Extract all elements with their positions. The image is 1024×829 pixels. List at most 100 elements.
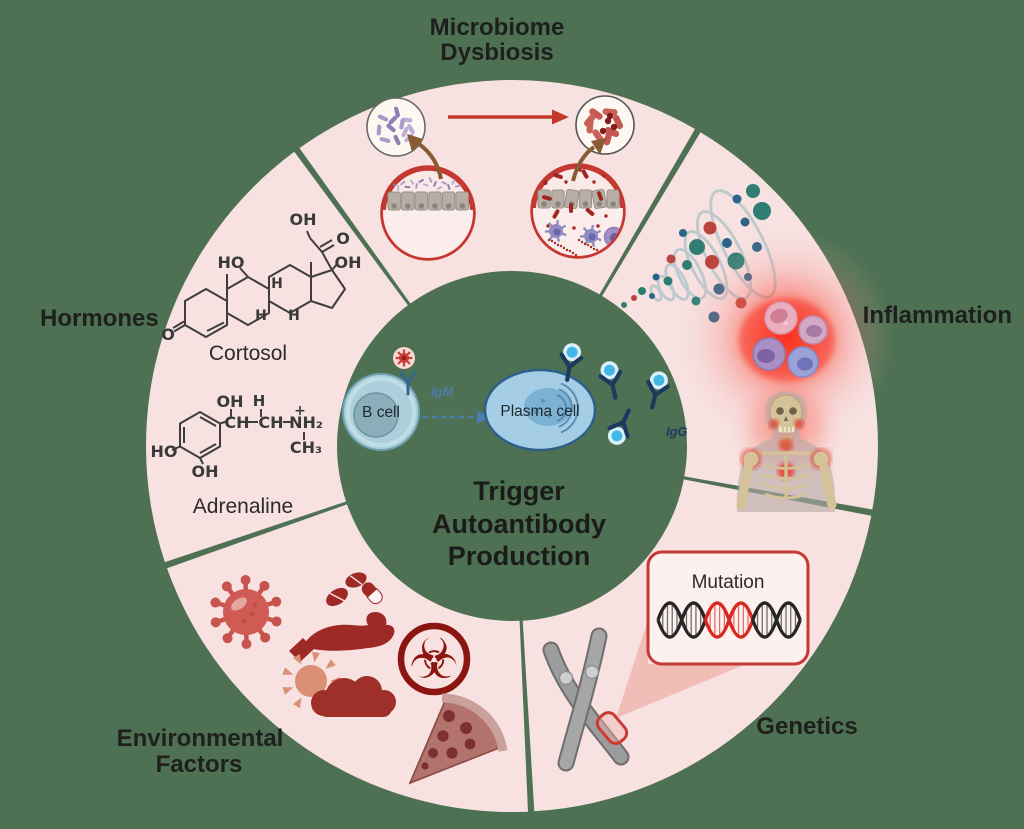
b-cell-label: B cell [362,404,400,421]
inflammatory-dot [596,224,599,227]
virus-spike-tip [210,598,220,608]
adrenaline-atom-ch2: CH [258,413,283,432]
adrenaline-atom-plus: + [294,403,306,419]
segment-label-hormones: Hormones [40,305,159,332]
adrenaline-atom-ho: HO [151,442,178,461]
spray-dot [554,242,556,244]
spray-dot [581,241,583,243]
cytokine-dot [679,229,687,237]
cell-nucleus [432,203,438,209]
segment-label-environmental-line2: Factors [156,751,243,778]
cortisol-atom-h3: H [288,308,300,324]
title-line-2: Autoantibody [432,509,606,539]
cell-nucleus [391,203,397,209]
spray-dot [578,239,580,241]
adrenaline-atom-ch1: CH [224,413,249,432]
skeleton-icon [729,370,845,512]
spray-dot [566,249,568,251]
plasma-cell-label: Plasma cell [500,403,579,420]
virus-spike-tip [223,633,233,643]
cytokine-dot [667,255,676,264]
cortisol-atom-h1: H [271,276,283,292]
segment-label-inflammation: Inflammation [863,302,1012,329]
cytokine-dot [631,295,637,301]
spray-dot [593,248,595,250]
title-line-1: Trigger [473,476,565,506]
cytokine-dot [753,202,771,220]
virus-spike-tip [241,575,251,585]
cytokine-dot [638,287,646,295]
antigen-icon [393,347,415,369]
cortisol-atom-ho-left: HO [218,253,245,272]
cortisol-atom-o-ketone: O [161,325,175,344]
segment-label-genetics: Genetics [756,713,857,740]
spray-dot [575,254,577,256]
spray-dot [596,249,598,251]
antigen-center [402,356,407,361]
spray-dot [551,240,553,242]
virus-spike-tip [211,617,221,627]
virus-spike-tip [222,581,232,591]
cell-nucleus [610,201,616,207]
cytokine-dot [741,218,750,227]
dendritic-nucleus [554,229,561,236]
cytokine-dot [664,277,673,286]
spray-dot [587,244,589,246]
mutation-label: Mutation [692,572,765,593]
virus-spike-tip [271,597,281,607]
spray-dot [563,247,565,249]
mutation-box: Mutation [648,552,808,664]
spray-dot [590,246,592,248]
cell-nucleus [555,201,561,207]
igg-label: IgG [666,424,688,439]
virus-body [223,589,269,635]
virus-spike-tip [260,633,270,643]
biohazard-icon: ☣ [401,626,467,692]
cytokine-dot [653,274,660,281]
cytokine-dot [746,184,760,198]
inflammatory-dot [572,226,575,229]
adrenaline-name: Adrenaline [193,495,293,518]
cortisol-name: Cortosol [209,342,287,365]
virus-dot [250,612,254,616]
biohazard-glyph: ☣ [409,627,459,690]
cell-nucleus [405,203,411,209]
plasma-cell: Plasma cell [485,370,595,450]
spray-dot [569,250,571,252]
cell-nucleus [583,201,589,207]
cytokine-dot [733,195,742,204]
virus-dot [253,603,257,607]
translocating-bacterium [569,203,573,213]
bacterium-cluster [607,113,613,119]
cytokine-dot [621,302,627,308]
cytokine-dot [689,239,705,255]
virus-spike-tip [272,616,282,626]
adrenaline-atom-oh: OH [217,392,244,411]
cell-nucleus [459,203,465,209]
igm-label: IgM [431,384,455,399]
cortisol-atom-oh-right: OH [335,253,362,272]
adrenaline-atom-h: H [253,392,266,410]
inflammatory-dot [564,180,567,183]
cytokine-dot [649,293,655,299]
bacterium-cluster [611,124,617,130]
spray-dot [584,243,586,245]
spray-dot [548,239,550,241]
cortisol-atom-oh-top: OH [290,210,317,229]
virus-spike-tip [241,639,251,649]
spray-dot [560,245,562,247]
microbiota-fuzz [397,185,399,191]
adrenaline-atom-oh-bottom: OH [192,462,219,481]
cell-nucleus [541,201,547,207]
inflammatory-dot [604,214,607,217]
dendritic-nucleus [589,234,596,241]
bacterium-cluster [600,128,606,134]
cell-nucleus [419,203,425,209]
cortisol-atom-h2: H [255,308,267,324]
spray-dot [572,252,574,254]
cytokine-dot [704,222,717,235]
segment-label-environmental-line1: Environmental [117,725,284,752]
cell-nucleus [446,203,452,209]
segment-label-microbiome-line2: Dysbiosis [440,39,553,66]
